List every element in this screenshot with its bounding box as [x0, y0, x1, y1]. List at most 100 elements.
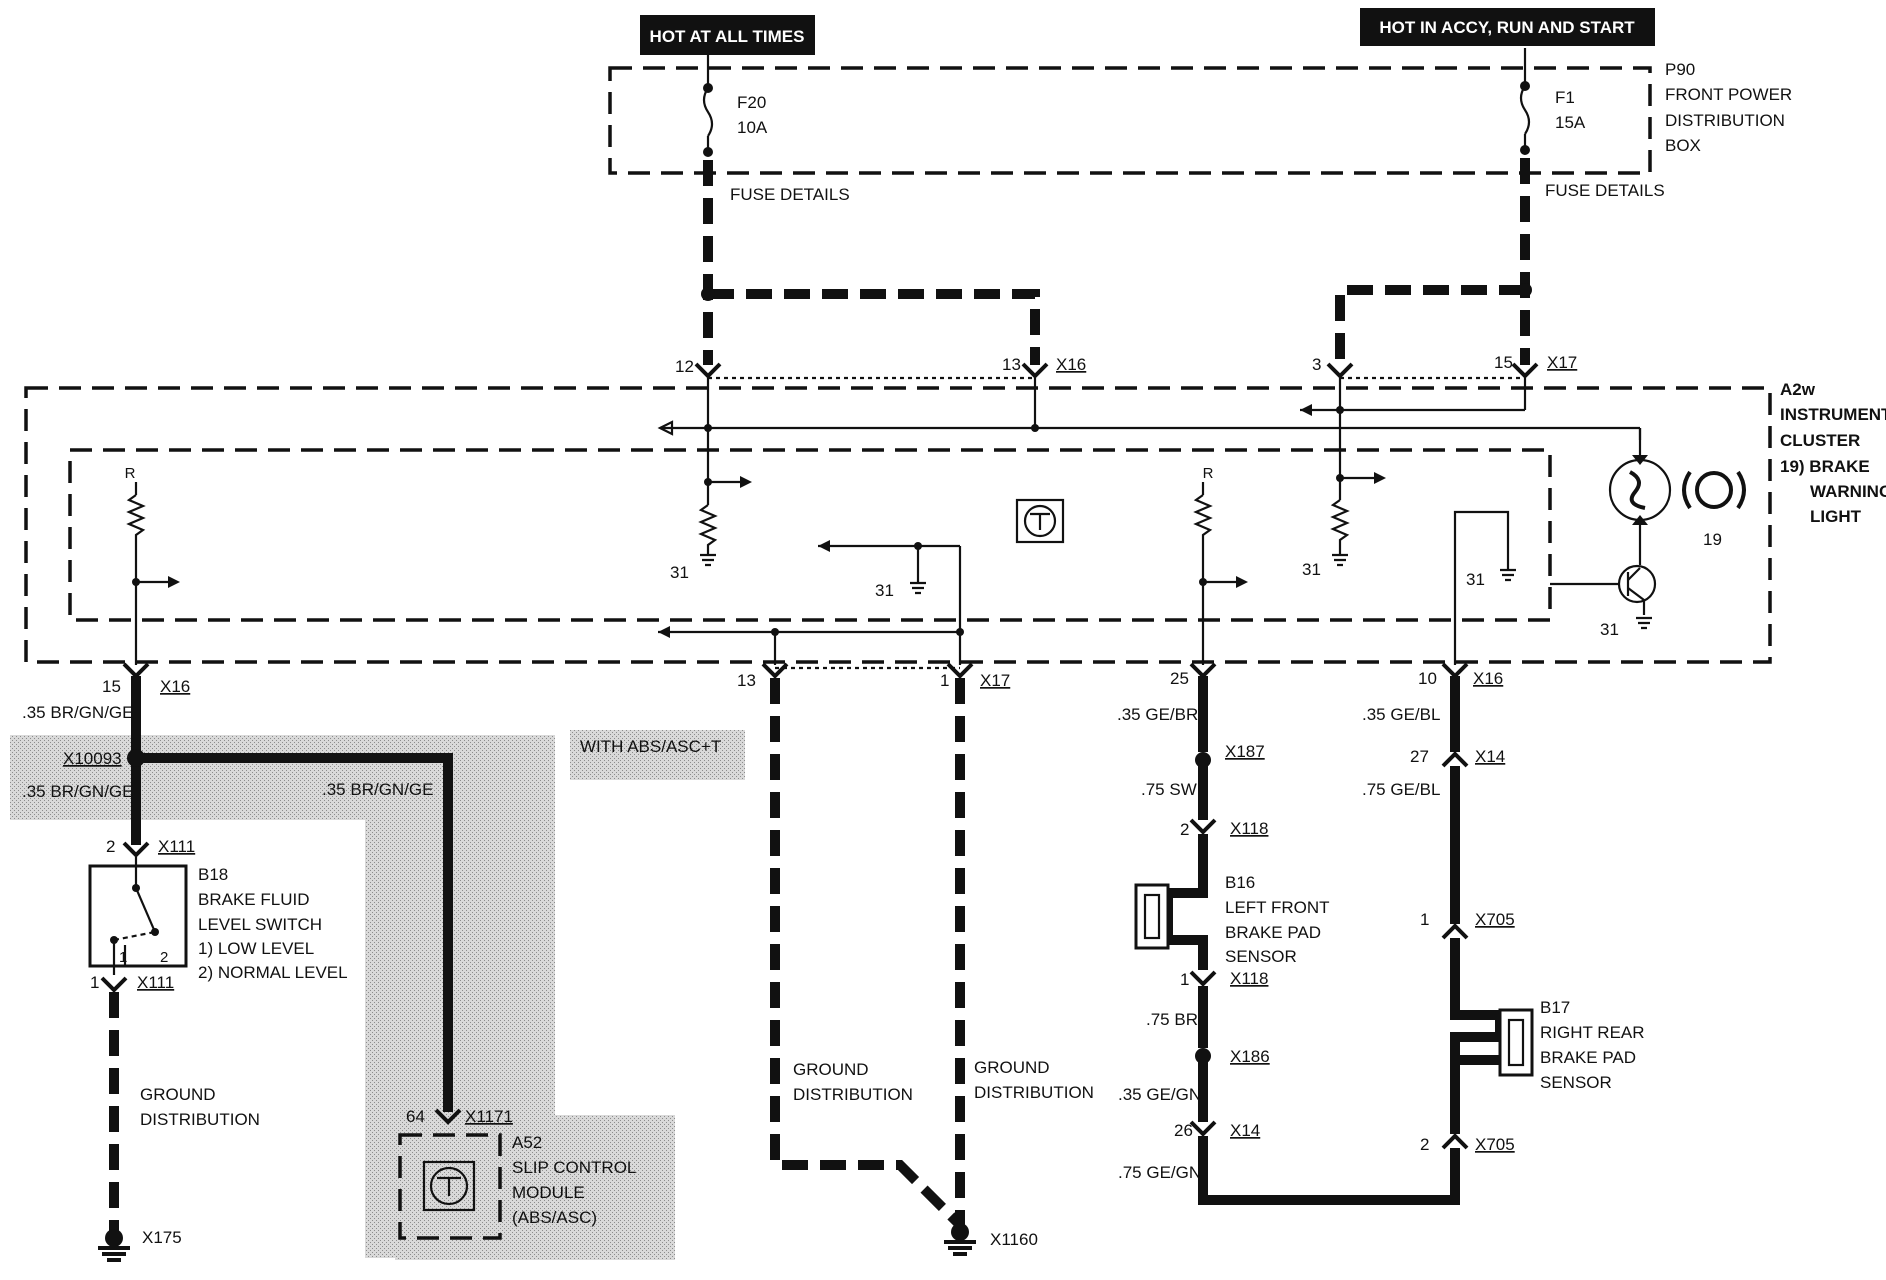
connector-x16-right: X16 [1473, 669, 1503, 688]
cluster-line5: LIGHT [1810, 507, 1862, 526]
pin-1-x705: 1 [1420, 910, 1429, 929]
connector-x186: X186 [1230, 1047, 1270, 1066]
wire-ge-bl-035: .35 GE/BL [1362, 705, 1440, 724]
bottom-connectors [122, 662, 1469, 679]
top-connectors [694, 362, 1539, 380]
fuse-details-right: FUSE DETAILS [1545, 181, 1665, 200]
b18-line1: BRAKE FLUID [198, 890, 309, 909]
pin-2-x118: 2 [1180, 820, 1189, 839]
wire-br: .75 BR [1146, 1010, 1198, 1029]
power-box-line3: BOX [1665, 136, 1701, 155]
slip-control-module [398, 1108, 502, 1240]
cluster-id: A2w [1780, 380, 1816, 399]
connector-x705-bottom: X705 [1475, 1135, 1515, 1154]
b16-id: B16 [1225, 873, 1255, 892]
resistor-r-left: R [125, 465, 136, 482]
fuse-f20-rating: 10A [737, 118, 768, 137]
fuse-f1-rating: 15A [1555, 113, 1586, 132]
resistor-r-right: R [1203, 465, 1214, 482]
cluster-circuitry [126, 378, 1746, 665]
b18-id: B18 [198, 865, 228, 884]
header-hot-at-all-times: HOT AT ALL TIMES [640, 15, 815, 55]
ground-dist-left-1: GROUND [140, 1085, 216, 1104]
header-right-text: HOT IN ACCY, RUN AND START [1379, 18, 1635, 37]
power-box-line1: FRONT POWER [1665, 85, 1792, 104]
connector-x187: X187 [1225, 742, 1265, 761]
connector-x111-bottom: X111 [137, 973, 174, 992]
connector-x14-left: X14 [1230, 1121, 1260, 1140]
power-box-id: P90 [1665, 60, 1695, 79]
a52-line1: SLIP CONTROL [512, 1158, 636, 1177]
cluster-line2: CLUSTER [1780, 431, 1860, 450]
wire-br-gn-ge-2: .35 BR/GN/GE [22, 782, 133, 801]
fuse-f20-name: F20 [737, 93, 766, 112]
wire-ge-gn-035: .35 GE/GN [1118, 1085, 1201, 1104]
connector-x175: X175 [142, 1228, 182, 1247]
pin-15-bottom: 15 [102, 677, 121, 696]
b18-line2: LEVEL SWITCH [198, 915, 322, 934]
wire-sw: .75 SW [1141, 780, 1197, 799]
cluster-inner-box [68, 448, 1552, 622]
ground-dist-right-1: GROUND [974, 1058, 1050, 1077]
center-ground-circuit [770, 678, 976, 1256]
pin-2-x705: 2 [1420, 1135, 1429, 1154]
connector-x16-top: X16 [1056, 355, 1086, 374]
light-ref-19: 19 [1703, 530, 1722, 549]
connector-x118-top: X118 [1230, 819, 1268, 838]
instrument-cluster-box [24, 386, 1772, 664]
b17-line1: RIGHT REAR [1540, 1023, 1645, 1042]
pin-2-x111: 2 [106, 837, 115, 856]
cluster-line3: 19) BRAKE [1780, 457, 1870, 476]
brake-pad-circuit [1134, 676, 1534, 1205]
b18-item1: 1) LOW LEVEL [198, 939, 314, 958]
ground-31-e: 31 [1600, 620, 1619, 639]
connector-x17-bottom: X17 [980, 671, 1010, 690]
a52-line3: (ABS/ASC) [512, 1208, 597, 1227]
abs-note: WITH ABS/ASC+T [580, 737, 721, 756]
header-hot-in-accy: HOT IN ACCY, RUN AND START [1360, 8, 1655, 46]
connector-x17-top: X17 [1547, 353, 1577, 372]
pin-27: 27 [1410, 747, 1429, 766]
pin-64: 64 [406, 1107, 425, 1126]
pin-3: 3 [1312, 355, 1321, 374]
power-box-line2: DISTRIBUTION [1665, 111, 1785, 130]
b18-contact-2: 2 [160, 949, 168, 966]
wire-ge-gn-075: .75 GE/GN [1118, 1163, 1201, 1182]
pin-13-bottom: 13 [737, 671, 756, 690]
fuse-f1 [1519, 48, 1531, 155]
pin-13-top: 13 [1002, 355, 1021, 374]
wire-br-gn-ge-3: .35 BR/GN/GE [322, 780, 433, 799]
ground-31-b: 31 [875, 581, 894, 600]
pin-1-x111: 1 [90, 973, 99, 992]
abs-shaded-region [10, 730, 745, 1260]
connector-x1171: X1171 [465, 1107, 513, 1126]
pin-15-top: 15 [1494, 353, 1513, 372]
fuse-f1-name: F1 [1555, 88, 1575, 107]
pin-1-bottom: 1 [940, 671, 949, 690]
ground-31-d: 31 [1466, 570, 1485, 589]
b18-contact-1: 1 [119, 949, 127, 966]
wire-ge-bl-075: .75 GE/BL [1362, 780, 1440, 799]
power-distribution-box [608, 66, 1652, 175]
connector-x111-top: X111 [158, 837, 195, 856]
fuse-details-left: FUSE DETAILS [730, 185, 850, 204]
pin-12: 12 [675, 357, 694, 376]
pin-1-x118: 1 [1180, 970, 1189, 989]
b16-line1: LEFT FRONT [1225, 898, 1330, 917]
b17-id: B17 [1540, 998, 1570, 1017]
ground-31-c: 31 [1302, 560, 1321, 579]
b16-line3: SENSOR [1225, 947, 1297, 966]
connector-x14-right: X14 [1475, 747, 1505, 766]
fuse-f20 [702, 55, 714, 157]
a52-id: A52 [512, 1133, 542, 1152]
connector-x118-bottom: X118 [1230, 969, 1268, 988]
ground-dist-right-2: DISTRIBUTION [974, 1083, 1094, 1102]
cluster-line1: INSTRUMENT [1780, 405, 1886, 424]
b17-line2: BRAKE PAD [1540, 1048, 1636, 1067]
connector-x705-top: X705 [1475, 910, 1515, 929]
ground-dist-center-2: DISTRIBUTION [793, 1085, 913, 1104]
b17-line3: SENSOR [1540, 1073, 1612, 1092]
pin-26: 26 [1174, 1121, 1193, 1140]
brake-fluid-circuit [88, 676, 453, 1262]
